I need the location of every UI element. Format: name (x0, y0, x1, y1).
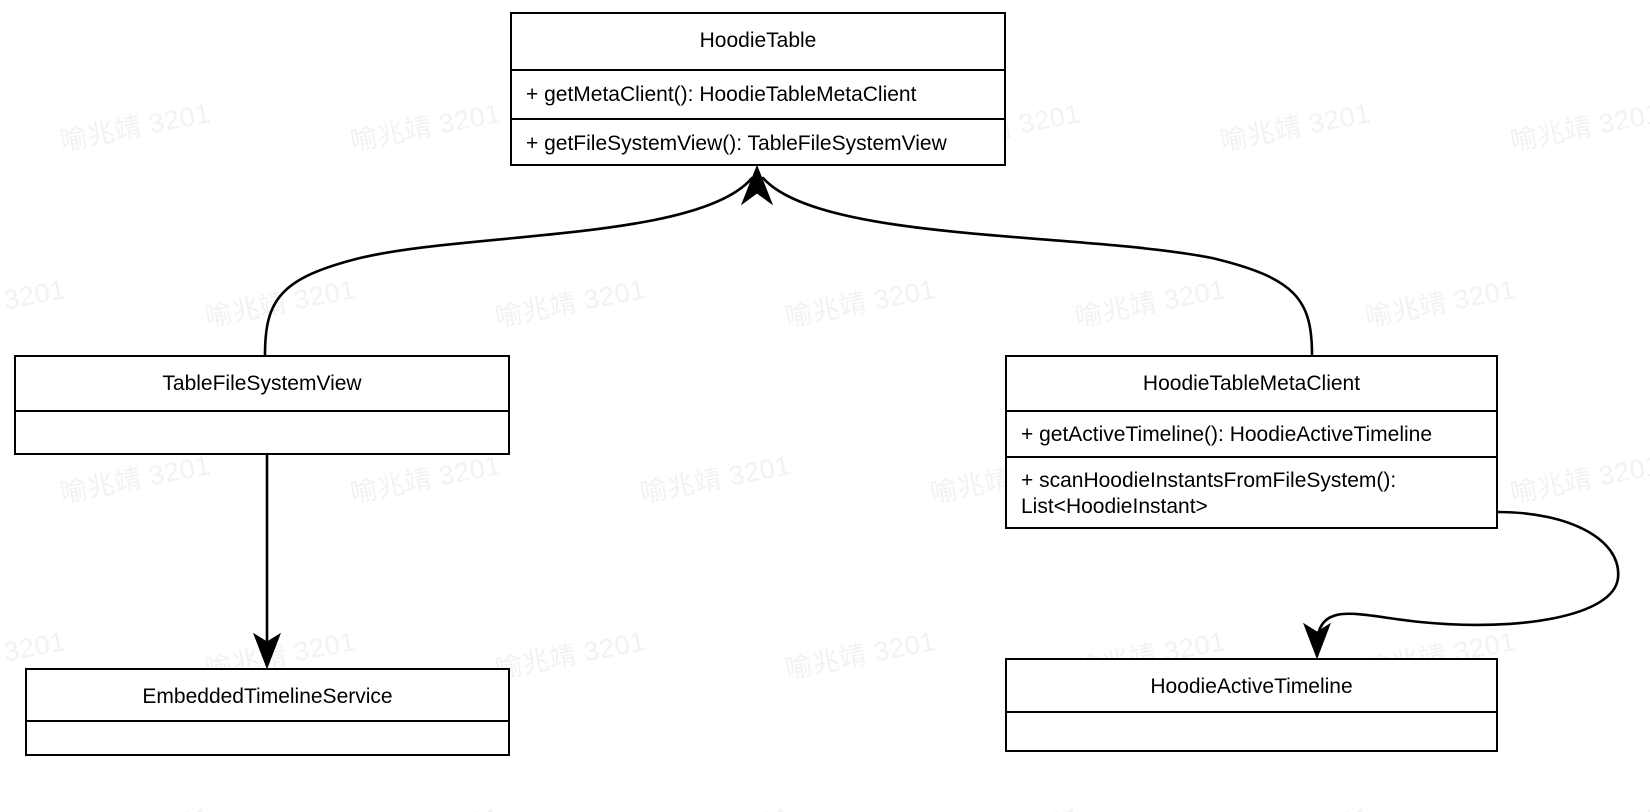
watermark-text: 喻兆靖 3201 (782, 274, 939, 333)
watermark-text: 喻兆靖 3201 (1217, 98, 1374, 157)
watermark-text: 喻兆靖 3201 (1507, 450, 1650, 509)
watermark-text: 喻兆靖 3201 (57, 98, 214, 157)
arrowhead-into-hoodie-table (740, 164, 774, 206)
watermark-text: 喻兆靖 3201 (0, 274, 69, 333)
watermark-text: 喻兆靖 3201 (636, 795, 793, 812)
watermark-text: 喻兆靖 3201 (1216, 795, 1373, 812)
watermark-text: 喻兆靖 3201 (1362, 274, 1519, 333)
watermark-text: 喻兆靖 3201 (492, 626, 649, 685)
class-compartment-hoodie-table-methods-2: + getFileSystemView(): TableFileSystemVi… (512, 118, 1004, 167)
class-title-hoodie-table: HoodieTable (699, 29, 817, 52)
class-title-embedded-timeline-service: EmbeddedTimelineService (142, 685, 393, 708)
watermark-text: 喻兆靖 3201 (492, 274, 649, 333)
class-box-table-file-system-view[interactable]: TableFileSystemView (14, 355, 510, 455)
watermark-text: 喻兆靖 3201 (347, 98, 504, 157)
class-compartment-table-file-system-view-empty (16, 410, 508, 450)
class-compartment-hoodie-table-methods-1: + getMetaClient(): HoodieTableMetaClient (512, 69, 1004, 118)
watermark-text: 喻兆靖 3201 (56, 795, 213, 812)
class-compartment-meta-client-methods-1: + getActiveTimeline(): HoodieActiveTimel… (1007, 410, 1496, 456)
watermark-text: 喻兆靖 3201 (926, 795, 1083, 812)
watermark-text: 喻兆靖 3201 (1506, 795, 1650, 812)
watermark-text: 喻兆靖 3201 (202, 274, 359, 333)
class-compartment-hoodie-active-timeline-empty (1007, 711, 1496, 751)
watermark-text: 喻兆靖 3201 (346, 795, 503, 812)
class-box-hoodie-table-meta-client[interactable]: HoodieTableMetaClient + getActiveTimelin… (1005, 355, 1498, 529)
class-title-hoodie-active-timeline: HoodieActiveTimeline (1150, 675, 1353, 698)
watermark-text: 喻兆靖 3201 (782, 626, 939, 685)
class-box-hoodie-active-timeline[interactable]: HoodieActiveTimeline (1005, 658, 1498, 752)
edge-tablefilesystemview-to-hoodietable (263, 176, 754, 357)
edge-metaclient-to-activetimeline (1315, 510, 1620, 642)
arrowhead-into-hoodie-active-timeline (1303, 622, 1331, 660)
watermark-text: 喻兆靖 3201 (1072, 274, 1229, 333)
class-title-table-file-system-view: TableFileSystemView (162, 372, 362, 395)
watermark-text: 喻兆靖 3201 (1507, 98, 1650, 157)
class-title-hoodie-table-meta-client: HoodieTableMetaClient (1142, 372, 1361, 395)
class-box-hoodie-table[interactable]: HoodieTable + getMetaClient(): HoodieTab… (510, 12, 1006, 166)
watermark-text: 喻兆靖 3201 (637, 450, 794, 509)
class-compartment-embedded-timeline-service-empty (27, 720, 508, 760)
class-compartment-meta-client-methods-2: + scanHoodieInstantsFromFileSystem(): Li… (1007, 456, 1496, 527)
edge-metaclient-to-hoodietable (761, 176, 1314, 357)
class-box-embedded-timeline-service[interactable]: EmbeddedTimelineService (25, 668, 510, 756)
arrowhead-into-embedded-timeline-service (253, 632, 281, 670)
